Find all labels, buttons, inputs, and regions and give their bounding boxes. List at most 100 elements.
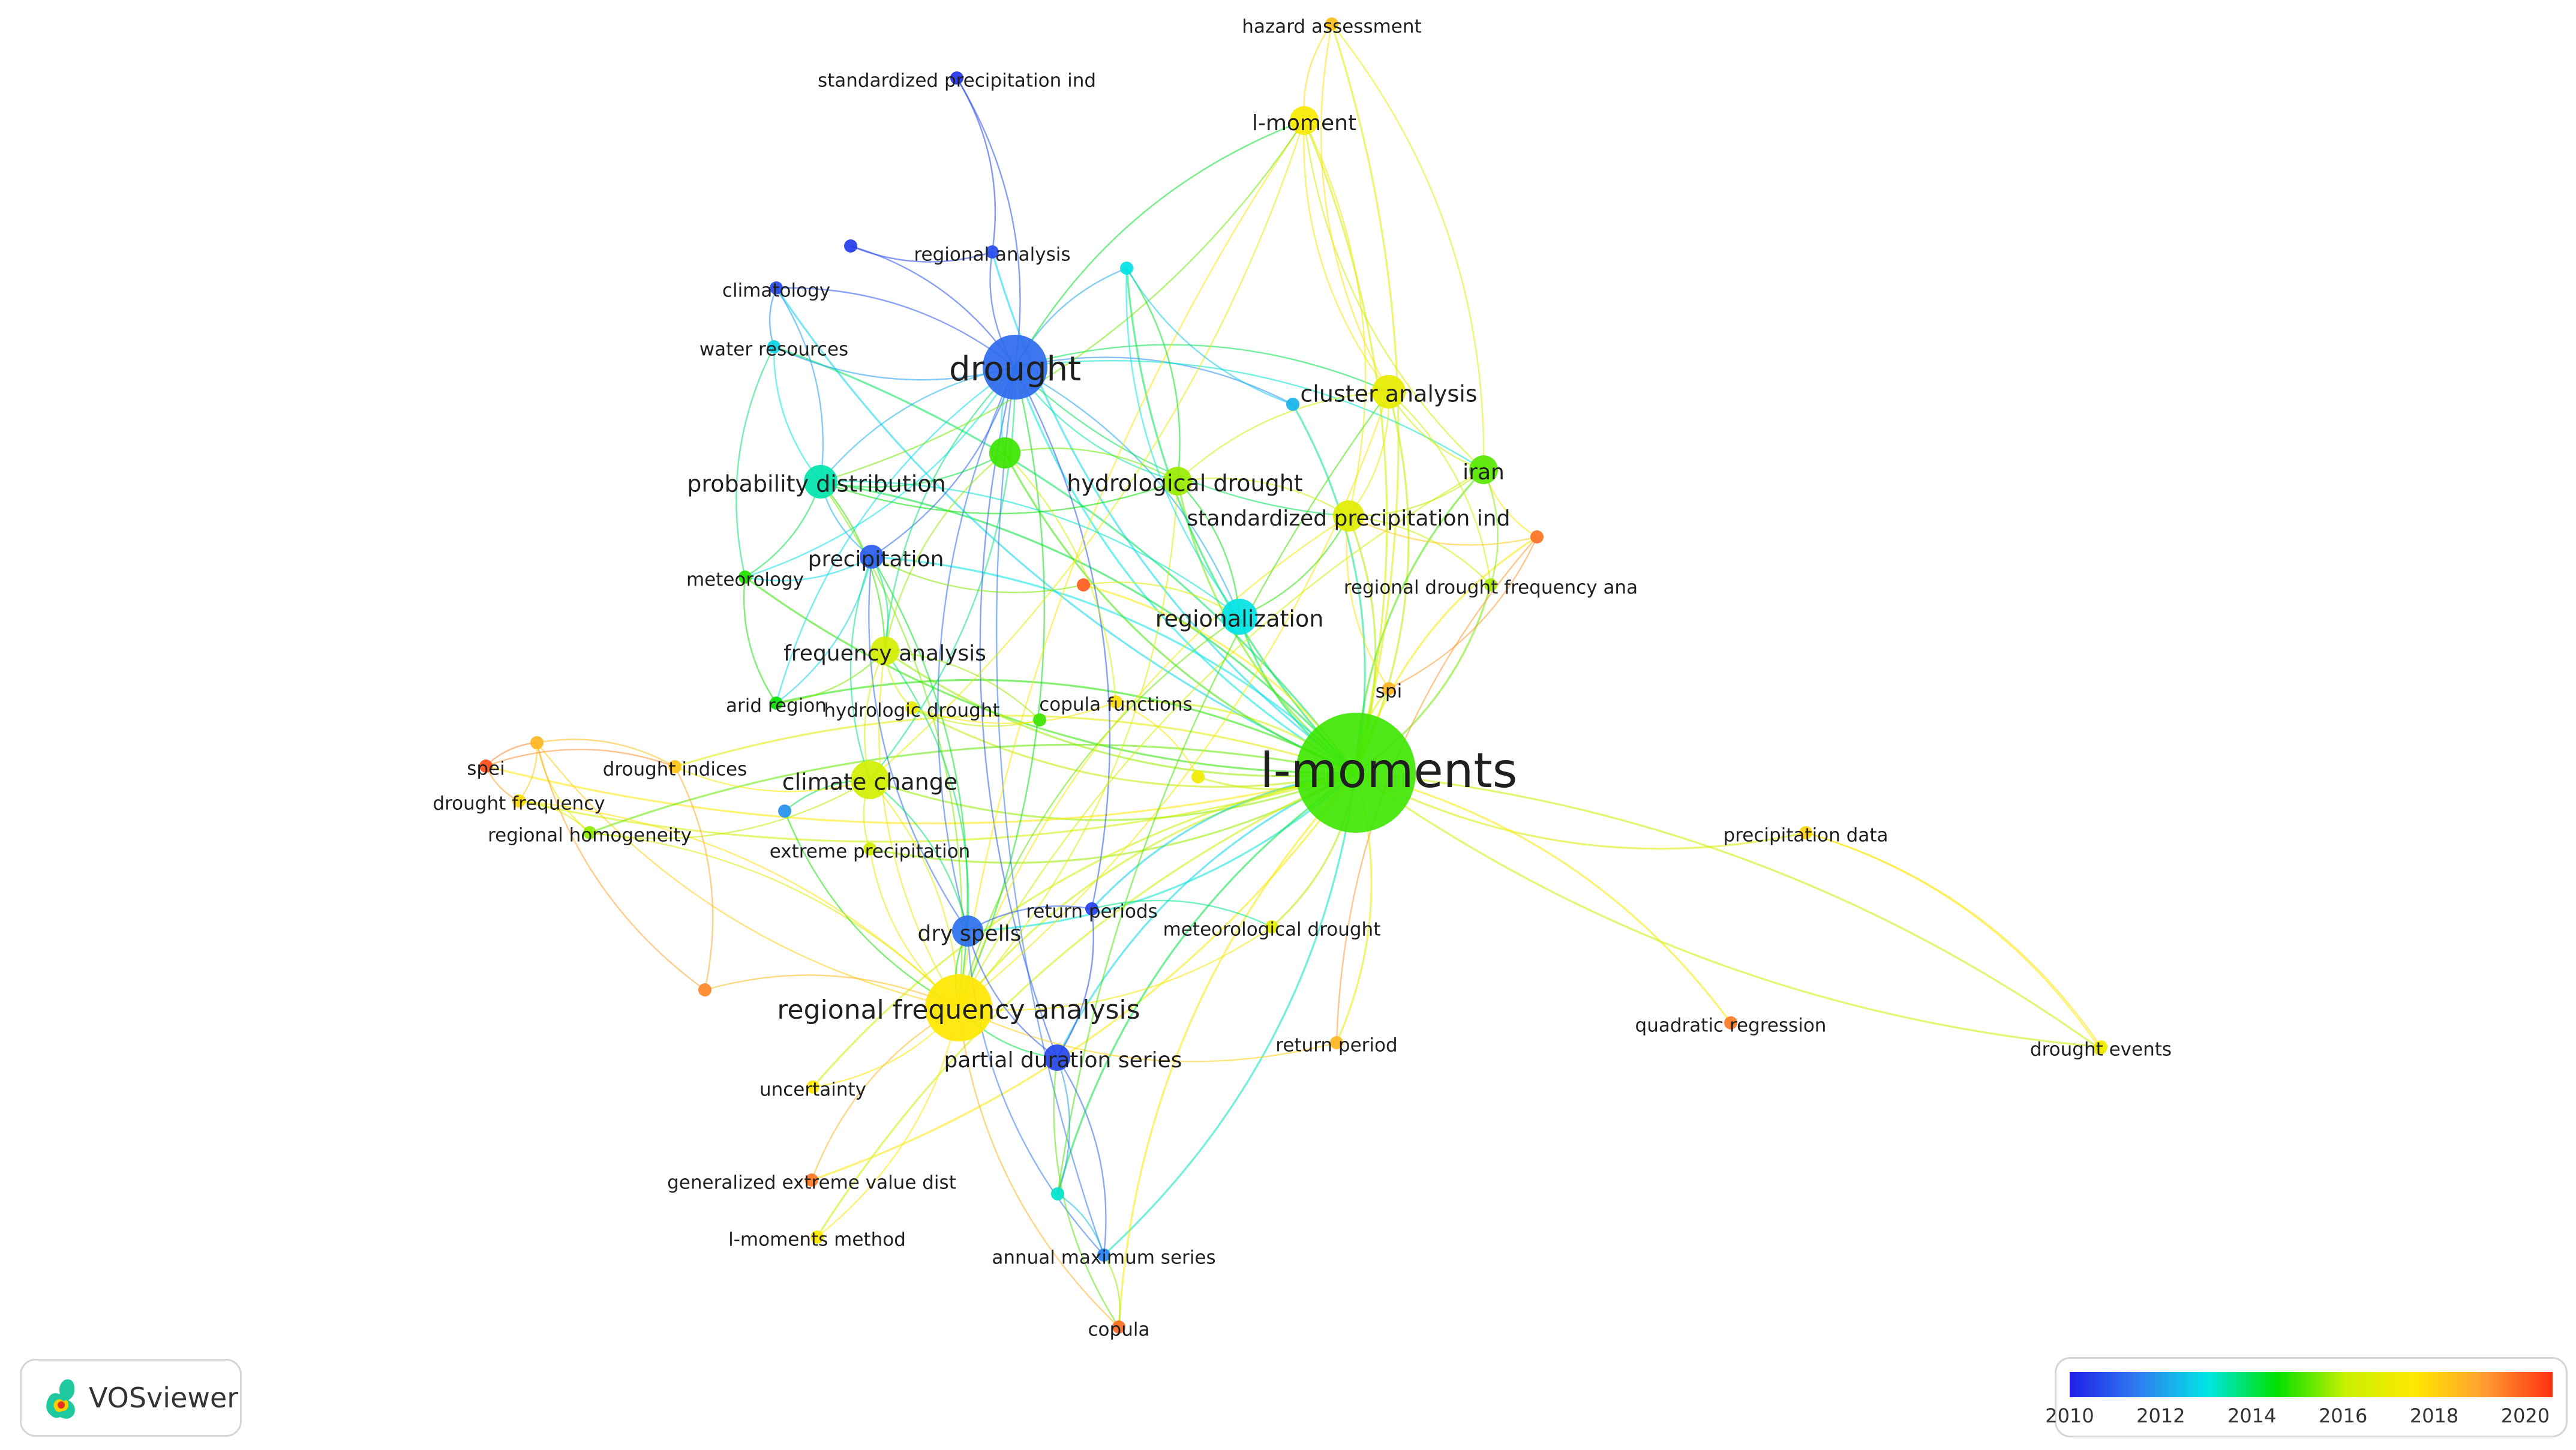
node-label-dfreq[interactable]: drought frequency — [433, 792, 605, 814]
node-label-water[interactable]: water resources — [699, 338, 848, 360]
node-u_orange[interactable] — [1530, 530, 1544, 544]
node-returnp[interactable] — [1085, 902, 1098, 915]
node-lmoment[interactable] — [1290, 106, 1319, 135]
node-dindices[interactable] — [668, 760, 681, 773]
node-freq[interactable] — [870, 637, 899, 665]
node-iran[interactable] — [1469, 455, 1498, 484]
node-u_yellow[interactable] — [1191, 770, 1205, 783]
node-quad[interactable] — [1724, 1016, 1737, 1029]
node-label-lmoments[interactable]: l-moments — [1260, 743, 1518, 798]
node-hydrologic[interactable] — [905, 701, 918, 715]
node-label-rfa[interactable]: regional frequency analysis — [777, 995, 1140, 1025]
node-u_green2[interactable] — [1033, 713, 1046, 726]
node-rhom[interactable] — [583, 826, 596, 839]
node-rfa[interactable] — [925, 974, 992, 1041]
node-label-extreme[interactable]: extreme precipitation — [770, 840, 971, 862]
node-pds[interactable] — [1044, 1044, 1070, 1071]
node-u_orange3[interactable] — [698, 983, 711, 996]
node-label-climatology[interactable]: climatology — [722, 280, 830, 301]
node-label-copula[interactable]: copula — [1088, 1319, 1150, 1340]
node-u_purple[interactable] — [844, 239, 857, 253]
node-pdata[interactable] — [1799, 826, 1812, 839]
node-meteorology[interactable] — [738, 571, 752, 584]
node-hydrological[interactable] — [1163, 467, 1192, 496]
node-label-rhom[interactable]: regional homogeneity — [488, 824, 692, 846]
node-copula[interactable] — [1112, 1320, 1125, 1334]
node-u_cyan[interactable] — [1120, 262, 1133, 275]
node-spei[interactable] — [479, 759, 493, 773]
node-u_blue[interactable] — [1286, 398, 1299, 411]
node-climate[interactable] — [851, 761, 889, 799]
node-label-meteodrought[interactable]: meteorological drought — [1163, 918, 1381, 940]
node-spi[interactable] — [1333, 500, 1364, 532]
node-precip[interactable] — [860, 545, 884, 569]
node-ams[interactable] — [1097, 1248, 1110, 1262]
node-dryspells[interactable] — [952, 915, 983, 947]
node-water[interactable] — [767, 340, 780, 353]
node-label-spi[interactable]: standardized precipitation ind — [1187, 506, 1511, 531]
node-u_yellow2[interactable] — [2093, 1042, 2106, 1055]
node-label-dryspells[interactable]: dry spells — [918, 921, 1022, 946]
node-label-returnperiod[interactable]: return period — [1275, 1034, 1397, 1056]
node-label-hydrological[interactable]: hydrological drought — [1067, 470, 1302, 496]
node-u_blue2[interactable] — [778, 804, 791, 818]
node-climatology[interactable] — [770, 281, 783, 295]
node-extreme[interactable] — [863, 842, 876, 855]
node-u_cyan2[interactable] — [1051, 1187, 1064, 1200]
node-spi3[interactable] — [1382, 682, 1395, 695]
node-label-hydrologic[interactable]: hydrologic drought — [824, 700, 999, 721]
node-regan[interactable] — [986, 245, 999, 259]
node-cluster[interactable] — [1372, 375, 1406, 409]
node-label-devents[interactable]: drought events — [2030, 1038, 2172, 1060]
node-dfreq[interactable] — [512, 794, 526, 807]
node-label-uncertainty[interactable]: uncertainty — [759, 1079, 866, 1100]
link-drought-spi2 — [956, 77, 1021, 368]
node-label-spei[interactable]: spei — [467, 758, 505, 779]
node-u_red[interactable] — [1077, 578, 1090, 592]
node-label-precip[interactable]: precipitation — [808, 547, 944, 572]
node-label-pds[interactable]: partial duration series — [944, 1048, 1182, 1073]
node-label-ams[interactable]: annual maximum series — [992, 1247, 1215, 1268]
node-label-gev[interactable]: generalized extreme value dist — [667, 1172, 956, 1193]
node-hazard[interactable] — [1325, 17, 1338, 31]
node-u_green[interactable] — [989, 437, 1020, 469]
node-label-spi2[interactable]: standardized precipitation ind — [818, 70, 1096, 91]
node-u_orange2[interactable] — [530, 736, 544, 749]
node-label-regionalization[interactable]: regionalization — [1155, 605, 1324, 632]
node-rdfa[interactable] — [1484, 578, 1497, 592]
node-regionalization[interactable] — [1221, 599, 1257, 635]
node-label-probdist[interactable]: probability distribution — [687, 470, 945, 497]
node-label-spi3[interactable]: spi — [1376, 680, 1402, 702]
vosviewer-badge[interactable]: VOSviewer — [20, 1359, 242, 1437]
node-label-lmmethod[interactable]: l-moments method — [728, 1229, 906, 1250]
node-returnperiod[interactable] — [1330, 1036, 1343, 1049]
node-label-cluster[interactable]: cluster analysis — [1300, 380, 1477, 407]
link-freq-dryspells — [884, 650, 969, 932]
node-meteodrought[interactable] — [1265, 920, 1278, 933]
node-label-quad[interactable]: quadratic regression — [1635, 1014, 1827, 1036]
node-probdist[interactable] — [804, 465, 837, 499]
node-label-pdata[interactable]: precipitation data — [1724, 824, 1889, 846]
node-gev[interactable] — [805, 1173, 818, 1187]
node-label-returnp[interactable]: return periods — [1026, 900, 1158, 922]
node-spi2[interactable] — [950, 71, 963, 85]
node-lmoments[interactable] — [1296, 713, 1416, 833]
node-label-meteorology[interactable]: meteorology — [686, 569, 804, 590]
node-label-dindices[interactable]: drought indices — [603, 758, 747, 780]
node-label-hazard[interactable]: hazard assessment — [1242, 16, 1421, 37]
node-label-lmoment[interactable]: l-moment — [1252, 111, 1356, 136]
node-drought[interactable] — [983, 335, 1047, 400]
node-label-iran[interactable]: iran — [1463, 460, 1505, 485]
node-label-drought[interactable]: drought — [949, 350, 1081, 389]
node-arid[interactable] — [770, 697, 783, 710]
node-label-climate[interactable]: climate change — [782, 768, 958, 795]
node-label-regan[interactable]: regional analysis — [914, 244, 1070, 265]
node-label-arid[interactable]: arid region — [726, 695, 827, 716]
node-label-freq[interactable]: frequency analysis — [783, 641, 986, 666]
node-label-copulaf[interactable]: copula functions — [1039, 694, 1193, 715]
node-lmmethod[interactable] — [810, 1230, 824, 1244]
node-copulaf[interactable] — [1109, 695, 1122, 709]
node-label-rdfa[interactable]: regional drought frequency ana — [1344, 577, 1638, 598]
link-spi-regionalization — [1239, 515, 1350, 618]
node-uncertainty[interactable] — [806, 1080, 819, 1094]
